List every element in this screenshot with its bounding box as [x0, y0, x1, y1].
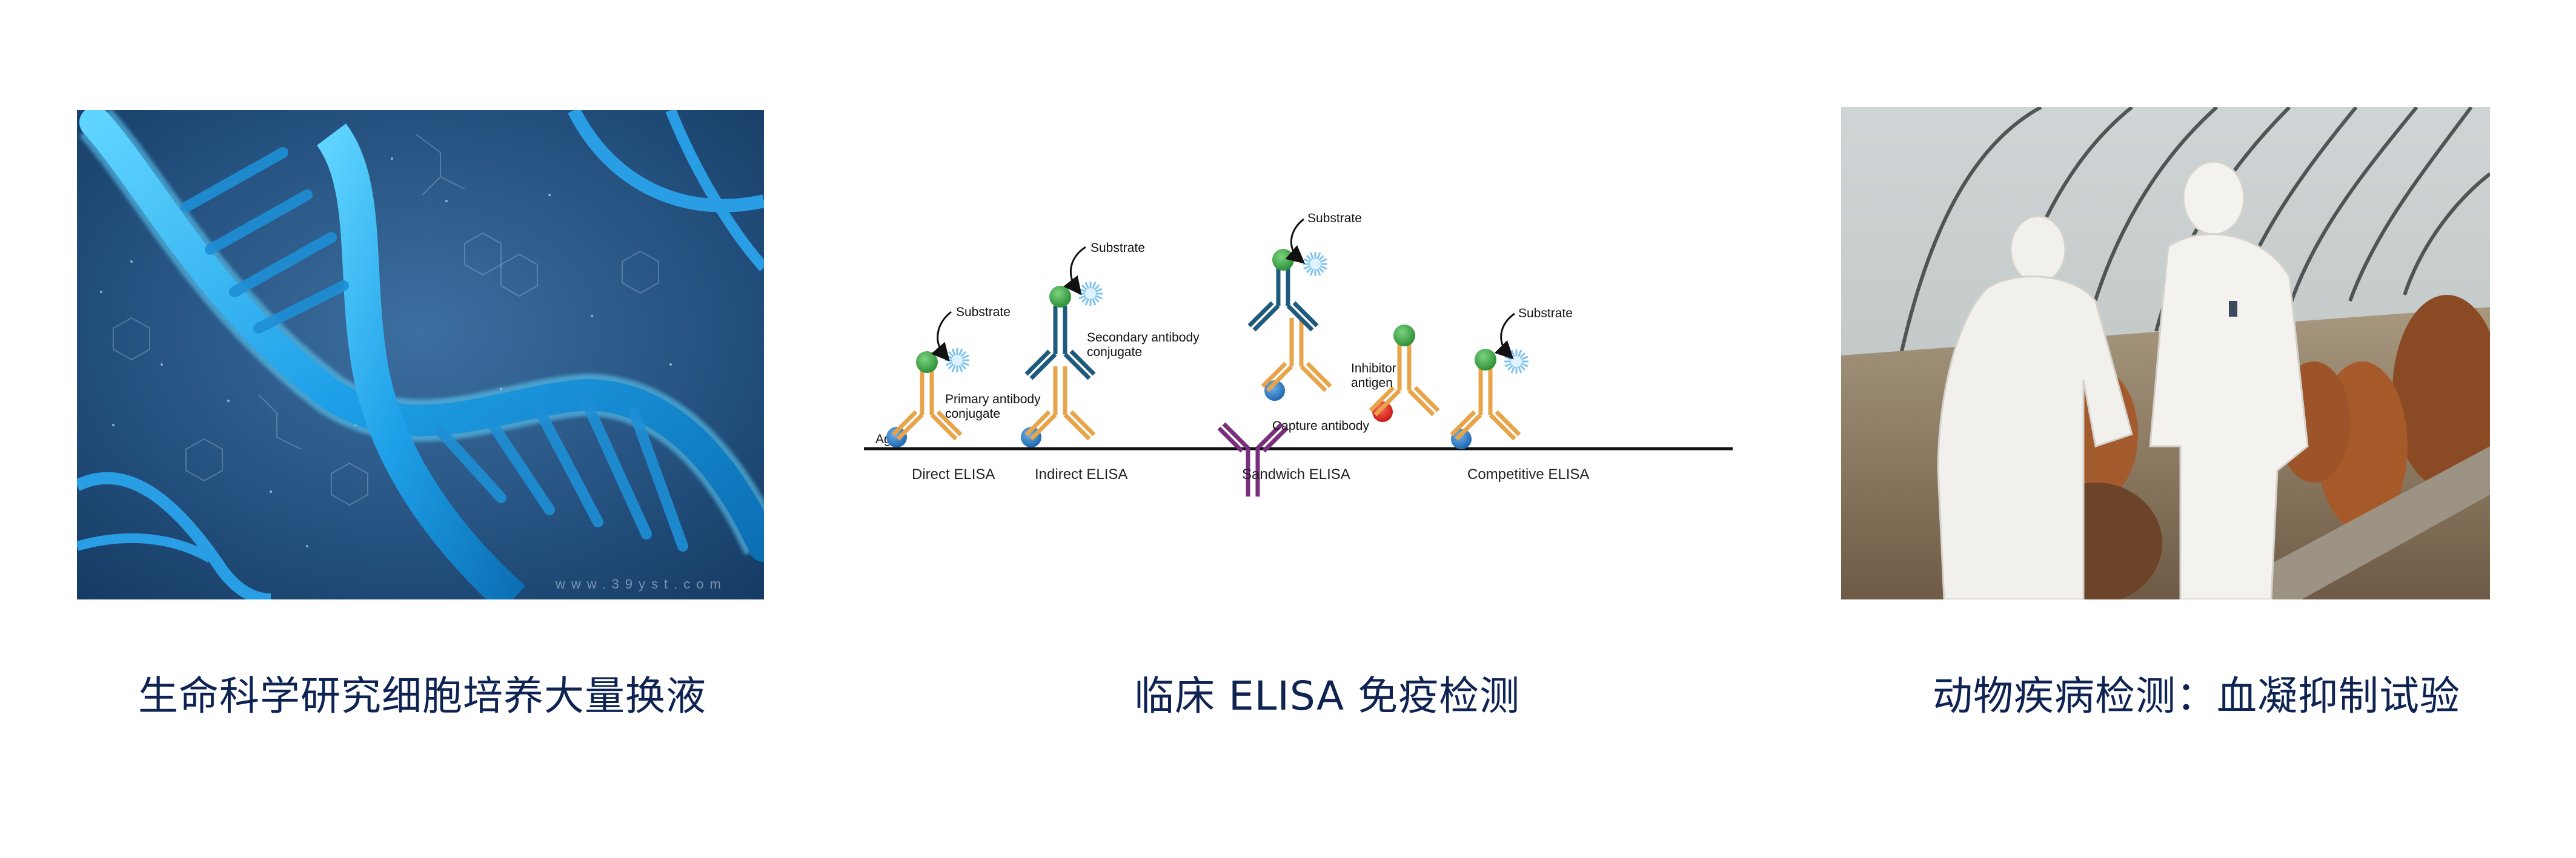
antigen-icon: [1451, 429, 1472, 449]
detection-antibody-icon: [1263, 318, 1330, 391]
substrate-label: Substrate: [1307, 211, 1362, 225]
capture-antibody-label: Capture antibody: [1272, 419, 1369, 433]
animal-testing-photo: [1841, 107, 2490, 599]
substrate-label: Substrate: [1090, 241, 1145, 255]
reaction-arrow-icon: [1285, 218, 1306, 264]
direct-elisa-caption: Direct ELISA: [912, 466, 995, 483]
reaction-arrow-icon: [1494, 312, 1515, 360]
competitive-elisa-caption: Competitive ELISA: [1467, 466, 1589, 483]
enzyme-icon: [1475, 349, 1496, 371]
secondary-antibody-label: Secondary antibody: [1087, 331, 1200, 345]
antigen-icon: [1264, 380, 1285, 401]
caption-animal-disease: 动物疾病检测：血凝抑制试验: [1933, 673, 2460, 719]
caption-clinical-elisa: 临床 ELISA 免疫检测: [1134, 673, 1521, 719]
dna-helix-image: www.39yst.com: [77, 110, 764, 599]
direct-elisa-group: Substrate Primary antibody conjugate Dir…: [886, 305, 1041, 483]
enzyme-icon: [1393, 325, 1415, 346]
worker-left: [1937, 215, 2133, 599]
competitive-elisa-group: Substrate Inhibitor antigen Competitive …: [1351, 306, 1589, 483]
enzyme-icon: [1272, 249, 1294, 271]
caption-life-science: 生命科学研究细胞培养大量换液: [138, 673, 706, 719]
inhibitor-antigen-icon: [1372, 401, 1393, 422]
indirect-elisa-group: Substrate Secondary antibody conjugate I…: [1021, 241, 1200, 483]
enzyme-icon: [1049, 286, 1071, 308]
primary-antibody-label: Primary antibody: [945, 392, 1041, 406]
enzyme-icon: [916, 351, 938, 373]
antigen-label: antigen: [1351, 376, 1393, 390]
substrate-label: Substrate: [956, 305, 1011, 319]
substrate-icon: [944, 347, 971, 374]
conjugate-label: conjugate: [945, 407, 1000, 421]
substrate-icon: [1077, 280, 1104, 307]
reaction-arrow-icon: [931, 311, 952, 362]
watermark: www.39yst.com: [555, 576, 727, 592]
elisa-diagram: Ag Substrate Primary antibody conjugate …: [848, 182, 1757, 509]
antibody-icon: [1452, 366, 1519, 439]
sandwich-elisa-caption: Sandwich ELISA: [1242, 466, 1350, 483]
conjugate-label: conjugate: [1087, 345, 1142, 359]
reaction-arrow-icon: [1063, 246, 1086, 295]
sandwich-elisa-group: Substrate Capture antibody Sandwich ELIS…: [1219, 211, 1369, 497]
antigen-icon: [886, 427, 907, 447]
secondary-antibody-icon: [1026, 306, 1094, 378]
worker-right: [2149, 160, 2309, 599]
inhibitor-label: Inhibitor: [1351, 361, 1396, 375]
suit-logo: [2229, 301, 2237, 317]
substrate-icon: [1302, 251, 1329, 277]
capture-antibody-icon: [1219, 424, 1287, 497]
substrate-label: Substrate: [1518, 306, 1573, 320]
indirect-elisa-caption: Indirect ELISA: [1035, 466, 1127, 483]
